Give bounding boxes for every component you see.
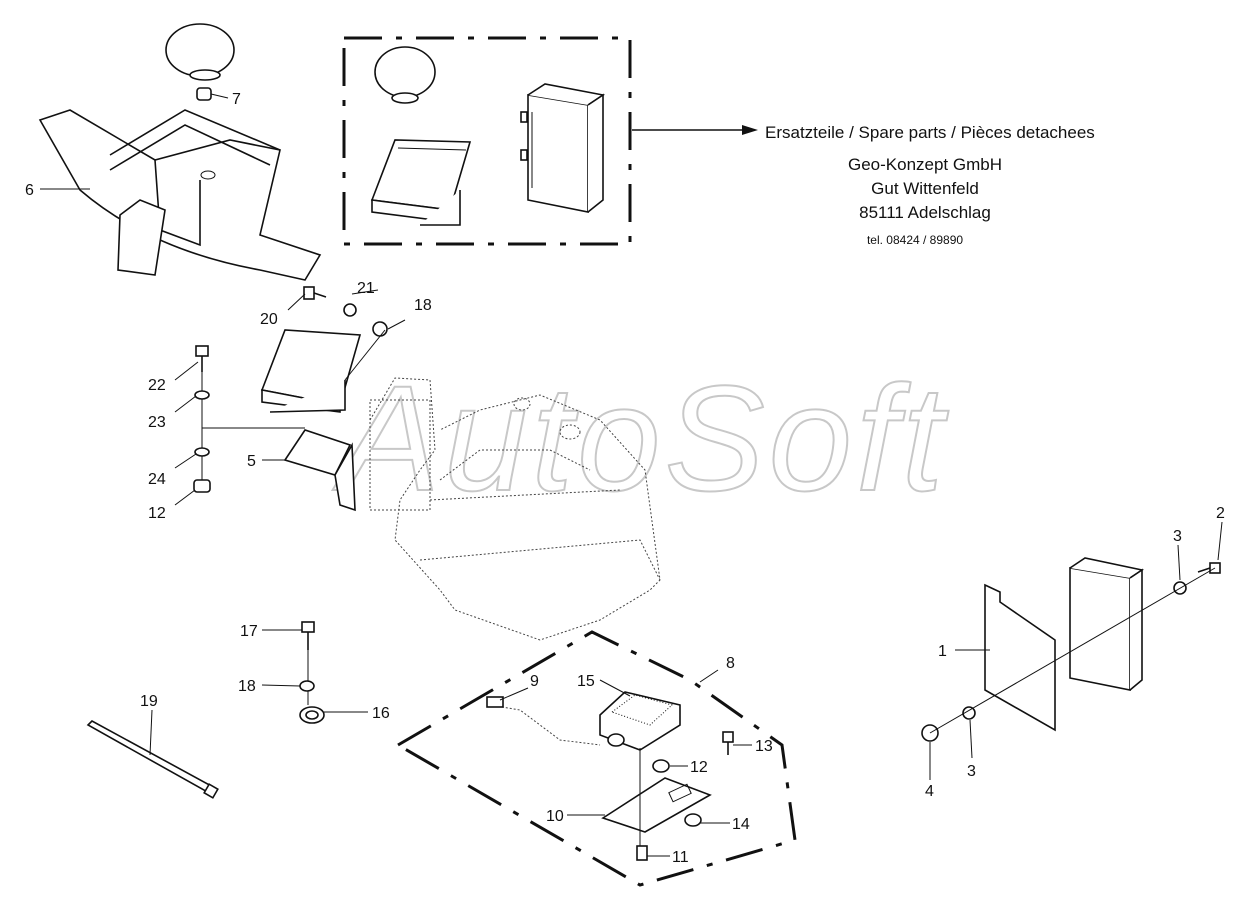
callout-18-mid: 18: [238, 678, 256, 695]
callout-12-left: 12: [148, 505, 166, 522]
callout-19: 19: [140, 693, 158, 710]
callout-3-top: 3: [1173, 528, 1182, 545]
callout-22: 22: [148, 377, 166, 394]
callout-17: 17: [240, 623, 258, 640]
spare-parts-box: [342, 36, 632, 246]
console-assembly: [193, 286, 388, 512]
watermark: AutoSoft: [332, 354, 949, 522]
callout-1: 1: [938, 643, 947, 660]
company-city: 85111 Adelschlag: [859, 203, 991, 222]
callout-12-right: 12: [690, 759, 708, 776]
callout-21: 21: [357, 280, 375, 297]
mounting-hardware: [299, 621, 325, 724]
tractor-outline: [369, 377, 661, 641]
callout-6: 6: [25, 182, 34, 199]
company-street: Gut Wittenfeld: [871, 179, 979, 198]
callout-3-bottom: 3: [967, 763, 976, 780]
callout-18-top: 18: [414, 297, 432, 314]
leader-lines: [40, 93, 1223, 857]
callout-15: 15: [577, 673, 595, 690]
callout-9: 9: [530, 673, 539, 690]
callout-11: 11: [672, 849, 689, 866]
callout-2: 2: [1216, 505, 1225, 522]
company-name: Geo-Konzept GmbH: [848, 155, 1002, 174]
callout-23: 23: [148, 414, 166, 431]
cable-tie: [86, 720, 219, 799]
callout-13: 13: [755, 738, 773, 755]
spare-parts-info: Ersatzteile / Spare parts / Pièces detac…: [765, 123, 1095, 247]
callout-14: 14: [732, 816, 750, 833]
callout-labels: 7 6 20 21 18 22 23 5 24 12 17 18 16 19 9…: [25, 91, 1225, 866]
callout-7: 7: [232, 91, 241, 108]
callout-10: 10: [546, 808, 564, 825]
sensor-kit-box: [397, 630, 797, 887]
callout-4: 4: [925, 783, 934, 800]
control-box-assembly: [921, 557, 1221, 742]
spare-parts-title: Ersatzteile / Spare parts / Pièces detac…: [765, 123, 1095, 142]
callout-20: 20: [260, 311, 278, 328]
callout-8: 8: [726, 655, 735, 672]
pointer-arrow: [632, 125, 758, 135]
company-phone: tel. 08424 / 89890: [867, 233, 963, 247]
callout-5: 5: [247, 453, 256, 470]
callout-16: 16: [372, 705, 390, 722]
top-bracket-assembly: [38, 23, 322, 281]
callout-24: 24: [148, 471, 166, 488]
